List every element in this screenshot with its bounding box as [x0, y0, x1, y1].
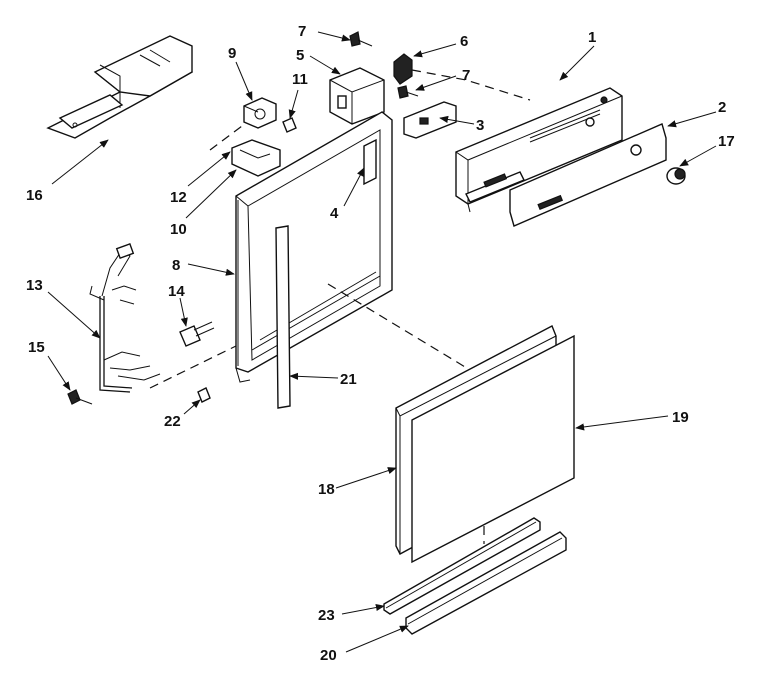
part-12-dashed-link	[209, 125, 243, 151]
part-2-panel-cover	[509, 123, 667, 227]
callout-6: 6	[460, 33, 468, 50]
part-7-screw-right	[397, 85, 419, 99]
callout-14: 14	[168, 283, 185, 300]
callout-12: 12	[170, 189, 187, 206]
leader-lines	[47, 31, 717, 653]
assembly-line-6-to-1	[411, 69, 531, 101]
callout-7-top: 7	[298, 23, 306, 40]
part-3-bracket	[403, 101, 457, 139]
callout-9: 9	[228, 45, 236, 62]
part-9-latch	[243, 97, 277, 129]
callout-4: 4	[330, 205, 339, 222]
part-22-clip	[197, 387, 211, 403]
callout-13: 13	[26, 277, 43, 294]
callout-7-right: 7	[462, 67, 470, 84]
callout-5: 5	[296, 47, 304, 64]
part-14-connector	[179, 321, 215, 347]
callout-23: 23	[318, 607, 335, 624]
part-17-knob	[666, 167, 686, 185]
callout-1: 1	[588, 29, 596, 46]
part-15-screw	[67, 389, 93, 405]
callout-8: 8	[172, 257, 180, 274]
part-13-wire-harness	[89, 243, 161, 393]
part-5-switch-assembly	[329, 67, 385, 125]
callout-18: 18	[318, 481, 335, 498]
callout-21: 21	[340, 371, 357, 388]
part-11-clip	[282, 117, 297, 133]
part-6-cam	[393, 53, 413, 85]
callout-17: 17	[718, 133, 735, 150]
part-19-door-panel-front	[411, 334, 575, 564]
callout-22: 22	[164, 413, 181, 430]
callout-2: 2	[718, 99, 726, 116]
callout-19: 19	[672, 409, 689, 426]
callout-20: 20	[320, 647, 337, 664]
callout-10: 10	[170, 221, 187, 238]
callout-15: 15	[28, 339, 45, 356]
part-16-vent-assembly	[46, 35, 193, 139]
callout-11: 11	[292, 71, 308, 88]
callout-labels: 1 2 3 4 5 6 7 7 8 9 10 11 12 13 14 15 16…	[26, 23, 735, 664]
assembly-line-13-to-8	[149, 345, 237, 389]
callout-16: 16	[26, 187, 43, 204]
callout-3: 3	[476, 117, 484, 134]
part-7-screw-top	[349, 31, 373, 47]
part-1-control-panel	[455, 87, 623, 213]
part-10-bracket	[231, 139, 281, 177]
part-8-inner-door-frame	[235, 111, 393, 383]
part-21-gasket-strip	[275, 225, 291, 409]
